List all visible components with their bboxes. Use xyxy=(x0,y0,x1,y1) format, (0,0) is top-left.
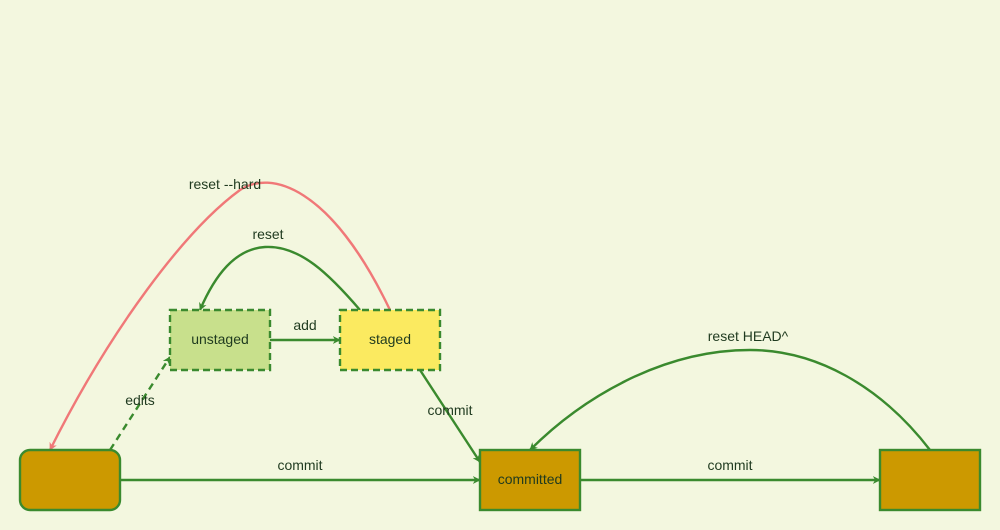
label-commit-to-next: commit xyxy=(707,457,752,473)
label-edits: edits xyxy=(125,392,155,408)
node-unstaged xyxy=(168,308,272,372)
edge-edits xyxy=(108,356,172,451)
label-commit-from-staged: commit xyxy=(427,402,472,418)
node-next-commit xyxy=(878,448,982,512)
label-commit-from-working: commit xyxy=(277,457,322,473)
node-committed xyxy=(478,448,582,512)
edge-commit-from-staged xyxy=(418,369,482,463)
edge-reset xyxy=(198,245,361,311)
label-reset-head: reset HEAD^ xyxy=(708,328,789,344)
label-add: add xyxy=(293,317,316,333)
node-unstaged-label: unstaged xyxy=(191,331,249,347)
node-staged-label: staged xyxy=(369,331,411,347)
label-reset: reset xyxy=(252,226,283,242)
edge-reset-head xyxy=(529,348,931,451)
node-working xyxy=(18,448,122,512)
node-committed-label: committed xyxy=(498,471,563,487)
edge-reset-hard xyxy=(48,181,392,451)
label-reset-hard: reset --hard xyxy=(189,176,261,192)
node-staged xyxy=(338,308,442,372)
